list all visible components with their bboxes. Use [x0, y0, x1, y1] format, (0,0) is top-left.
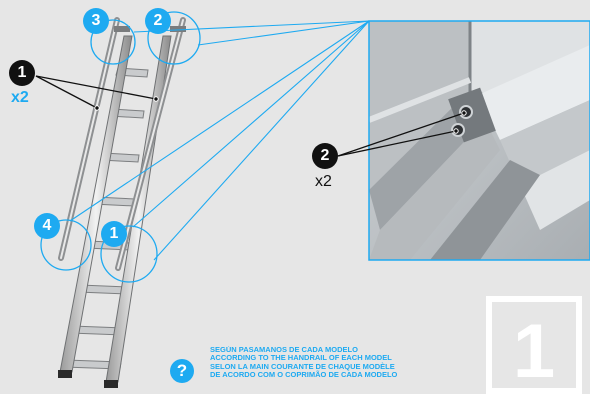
- quantity-part2: x2: [315, 174, 332, 190]
- detail-photo: [369, 21, 590, 260]
- callout-2-badge: 2: [145, 8, 171, 34]
- step-number: 1: [513, 314, 555, 390]
- note-line-pt: DE ACORDO COM O COPRIMÃO DE CADA MODELO: [210, 371, 490, 379]
- callout-4-badge: 4: [34, 213, 60, 239]
- callout-3-badge: 3: [83, 8, 109, 34]
- quantity-part1: x2: [11, 90, 29, 106]
- callout-2-detail-badge: 2: [312, 143, 338, 169]
- question-icon: ?: [170, 359, 194, 383]
- step-number-box: 1: [486, 296, 582, 394]
- callout-1-badge: 1: [9, 60, 35, 86]
- ladder-illustration: [58, 20, 186, 388]
- callout-1-lower-badge: 1: [101, 221, 127, 247]
- handrail-note: SEGÚN PASAMANOS DE CADA MODELO ACCORDING…: [210, 346, 490, 394]
